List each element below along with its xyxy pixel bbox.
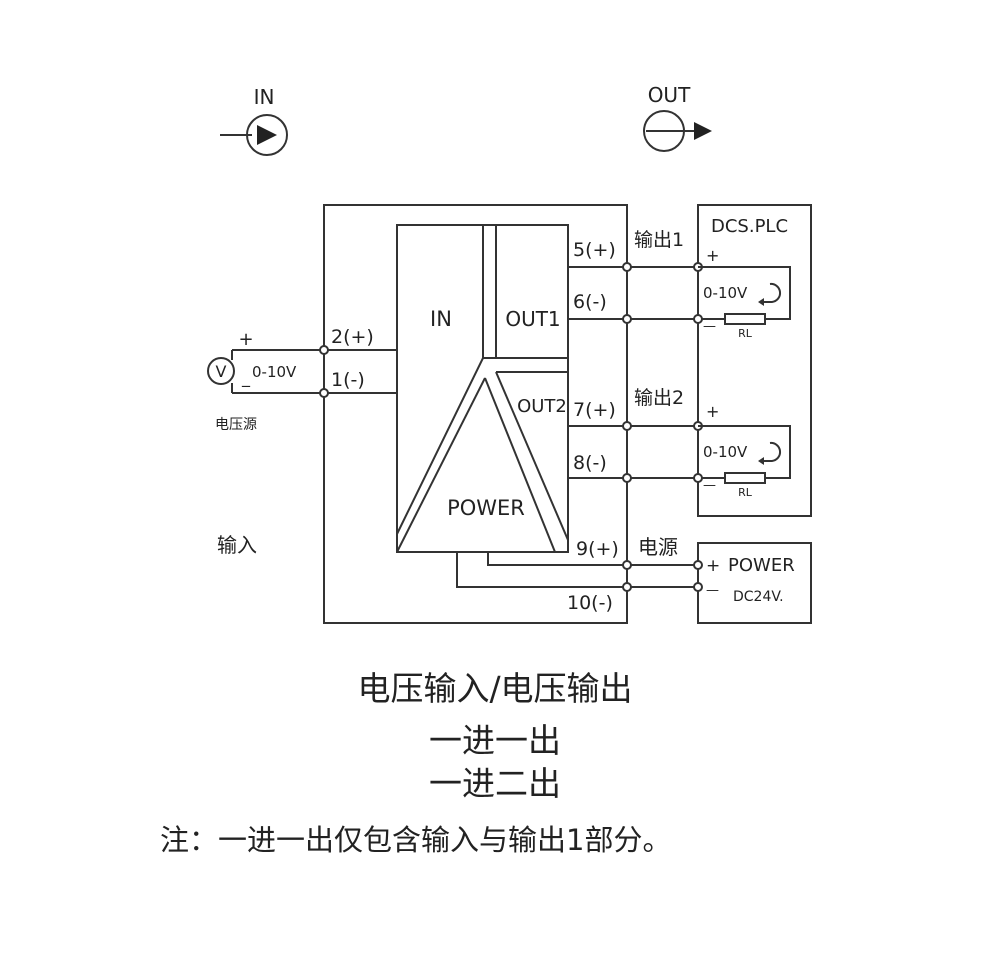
source-minus-sign: _ — [241, 368, 251, 388]
terminal-9-node — [622, 560, 632, 570]
output2-label: 输出2 — [634, 387, 684, 409]
terminal-8-label: 8(-) — [573, 452, 607, 474]
in-indicator-circle — [246, 114, 288, 156]
power-triangle-inner-right — [484, 377, 556, 553]
psu-plus-sign: + — [706, 556, 720, 576]
load2-loop — [698, 425, 791, 479]
load1-range: 0-10V — [703, 284, 748, 302]
load1-resistor-icon — [724, 313, 766, 325]
out-arrow-head-icon — [694, 122, 712, 140]
input-section-label: 输入 — [217, 533, 257, 557]
source-plus-sign: + — [238, 329, 253, 350]
terminal-8-node — [622, 473, 632, 483]
load1-arrow-head-icon — [758, 298, 764, 306]
load2-minus-node — [693, 473, 703, 483]
terminal-7-label: 7(+) — [573, 399, 616, 421]
psu-minus-sign: — — [706, 583, 719, 598]
load1-resistor-label: RL — [738, 327, 753, 340]
load1-current-arrow-icon — [764, 282, 781, 303]
source-range: 0-10V — [252, 363, 297, 381]
terminal-6-node — [622, 314, 632, 324]
terminal-2-label: 2(+) — [331, 326, 374, 348]
caption-line-1: 一进一出 — [429, 721, 561, 760]
load1-loop — [698, 266, 791, 320]
out-indicator-label: OUT — [648, 83, 691, 107]
terminal-5-label: 5(+) — [573, 239, 616, 261]
power-triangle-right — [495, 371, 569, 541]
power-triangle-inner-left — [396, 377, 486, 553]
load1-plus-sign: + — [706, 246, 719, 265]
footnote: 注：一进一出仅包含输入与输出1部分。 — [160, 823, 672, 857]
terminal-10-node — [622, 582, 632, 592]
power-section-label: 电源 — [638, 535, 678, 559]
output1-label: 输出1 — [634, 229, 684, 251]
power-minus-wire — [456, 552, 698, 588]
out2-block-label: OUT2 — [517, 396, 567, 417]
caption-title: 电压输入/电压输出 — [357, 669, 633, 708]
power-triangle-left — [396, 357, 496, 535]
terminal-1-node — [319, 388, 329, 398]
in-indicator: IN — [220, 85, 288, 156]
in-block-label: IN — [430, 307, 452, 331]
load1-minus-node — [693, 314, 703, 324]
out1-block-label: OUT1 — [505, 307, 560, 331]
psu-name: POWER — [728, 555, 795, 576]
terminal-2-node — [319, 345, 329, 355]
load2-minus-sign: — — [703, 478, 716, 493]
voltmeter-symbol: V — [216, 362, 227, 381]
load2-range: 0-10V — [703, 443, 748, 461]
terminal-7-node — [622, 421, 632, 431]
psu-voltage: DC24V. — [733, 589, 784, 605]
psu-plus-node — [693, 560, 703, 570]
caption-line-2: 一进二出 — [429, 764, 561, 803]
terminal-6-label: 6(-) — [573, 291, 607, 313]
terminal-9-label: 9(+) — [576, 538, 619, 560]
module-enclosure — [323, 204, 628, 624]
psu-minus-node — [693, 582, 703, 592]
in-arrow-head-icon — [257, 125, 277, 145]
dcs-plc-title: DCS.PLC — [711, 216, 788, 237]
terminal-10-label: 10(-) — [567, 592, 613, 614]
out-indicator: OUT — [643, 83, 712, 152]
load2-resistor-label: RL — [738, 486, 753, 499]
load2-current-arrow-icon — [764, 441, 781, 462]
in-indicator-label: IN — [254, 85, 275, 109]
load1-minus-sign: — — [703, 319, 716, 334]
terminal-1-label: 1(-) — [331, 369, 365, 391]
power-block-label: POWER — [447, 496, 525, 520]
load2-plus-sign: + — [706, 402, 719, 421]
terminal-5-node — [622, 262, 632, 272]
voltage-source-label: 电压源 — [215, 417, 257, 433]
load2-resistor-icon — [724, 472, 766, 484]
voltmeter-icon — [207, 357, 235, 385]
dcs-plc-box — [697, 204, 812, 517]
load2-arrow-head-icon — [758, 457, 764, 465]
